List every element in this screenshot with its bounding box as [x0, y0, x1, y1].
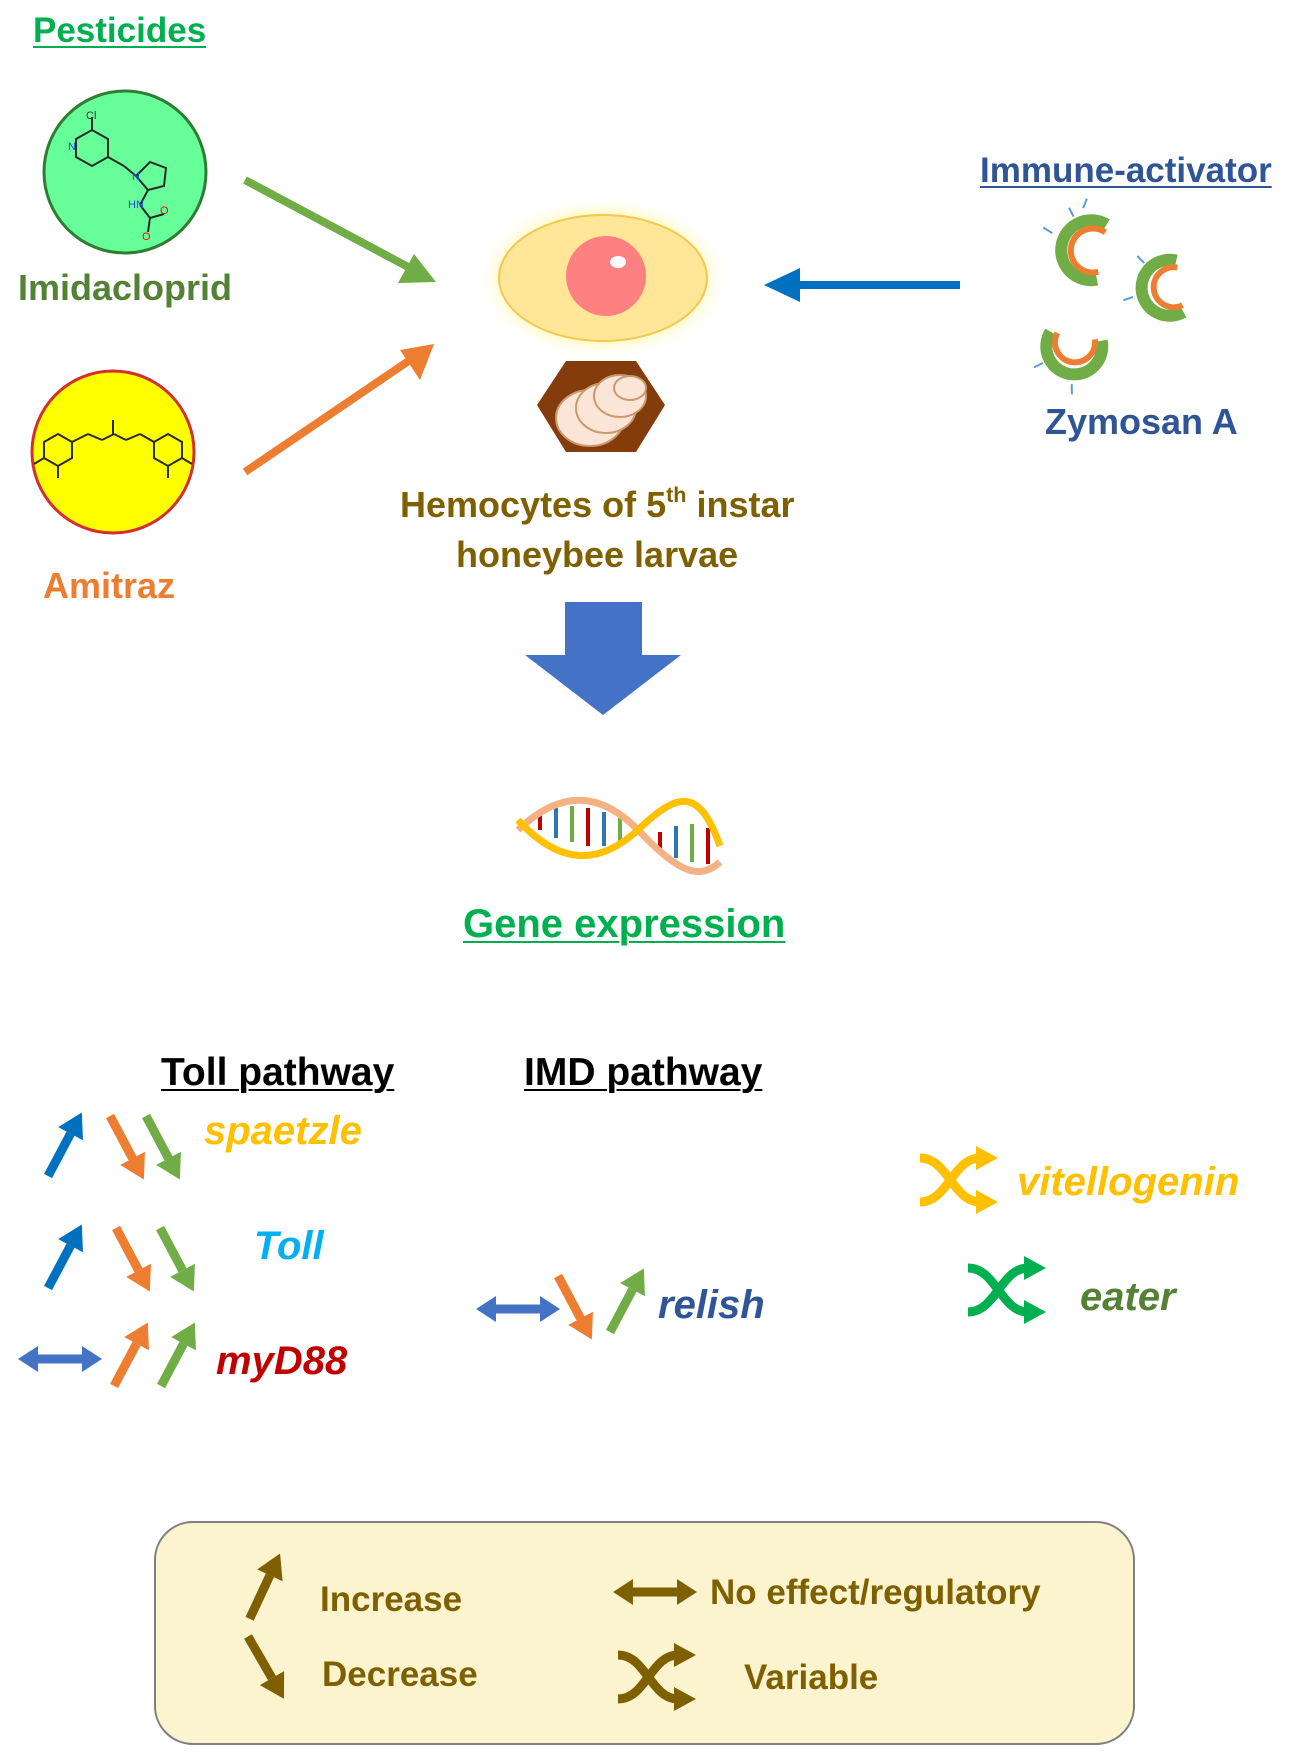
imidacloprid-arrow — [243, 176, 436, 283]
gene-spaetzle: spaetzle — [204, 1109, 362, 1153]
spaetzle-effect-arrows — [36, 1106, 193, 1186]
arrow-up-icon — [36, 1106, 95, 1183]
myd88-effect-arrows — [18, 1316, 207, 1393]
vitellogenin-variable-icon — [920, 1146, 998, 1214]
no-effect-icon — [18, 1346, 102, 1372]
legend-variable-label: Variable — [744, 1658, 879, 1697]
arrow-down-icon — [104, 1221, 163, 1298]
toll-pathway-title: Toll pathway — [161, 1051, 395, 1094]
amitraz-molecule-icon — [30, 369, 196, 535]
flow-down-arrow-icon — [525, 602, 681, 715]
zymosan-particle-icon — [1033, 198, 1187, 395]
amitraz-label: Amitraz — [43, 565, 176, 606]
larvae-hexagon-icon — [537, 361, 665, 452]
arrow-up-icon — [36, 1218, 95, 1295]
hemocytes-label-line1: Hemocytes of 5th instar — [400, 481, 795, 525]
dna-helix-icon — [515, 796, 724, 876]
amitraz-arrow — [242, 344, 434, 476]
arrow-up-icon — [102, 1316, 161, 1393]
arrow-up-icon — [598, 1262, 657, 1339]
no-effect-icon — [476, 1296, 560, 1322]
svg-text:O: O — [160, 205, 169, 217]
gene-relish: relish — [658, 1283, 765, 1327]
toll-effect-arrows — [36, 1218, 207, 1298]
arrow-down-icon — [148, 1221, 207, 1298]
imidacloprid-molecule-icon: Cl N N HN O O — [42, 89, 208, 255]
gene-toll: Toll — [254, 1224, 324, 1268]
legend-decrease-label: Decrease — [322, 1655, 478, 1694]
zymosan-arrow — [764, 268, 960, 302]
zymosan-label: Zymosan A — [1045, 401, 1238, 442]
hemocytes-label-line2: honeybee larvae — [456, 534, 739, 575]
eater-variable-icon — [968, 1256, 1046, 1324]
svg-text:HN: HN — [128, 199, 144, 211]
legend-no-effect-label: No effect/regulatory — [710, 1573, 1041, 1612]
gene-expression-header: Gene expression — [463, 902, 786, 946]
gene-vitellogenin: vitellogenin — [1017, 1160, 1240, 1204]
svg-text:O: O — [142, 231, 151, 243]
pesticides-header: Pesticides — [33, 11, 207, 50]
gene-myd88: myD88 — [216, 1339, 348, 1383]
svg-text:Cl: Cl — [86, 110, 96, 122]
svg-text:N: N — [132, 171, 140, 183]
immune-activator-header: Immune-activator — [980, 151, 1272, 190]
imd-pathway-title: IMD pathway — [524, 1051, 763, 1094]
imidacloprid-label: Imidacloprid — [18, 267, 233, 308]
relish-effect-arrows — [476, 1262, 656, 1346]
arrow-up-icon — [149, 1316, 208, 1393]
gene-eater: eater — [1080, 1275, 1176, 1319]
hemocyte-cell-icon — [475, 196, 731, 360]
legend-increase-label: Increase — [320, 1580, 463, 1619]
legend-box — [154, 1521, 1135, 1745]
svg-text:N: N — [68, 141, 76, 153]
